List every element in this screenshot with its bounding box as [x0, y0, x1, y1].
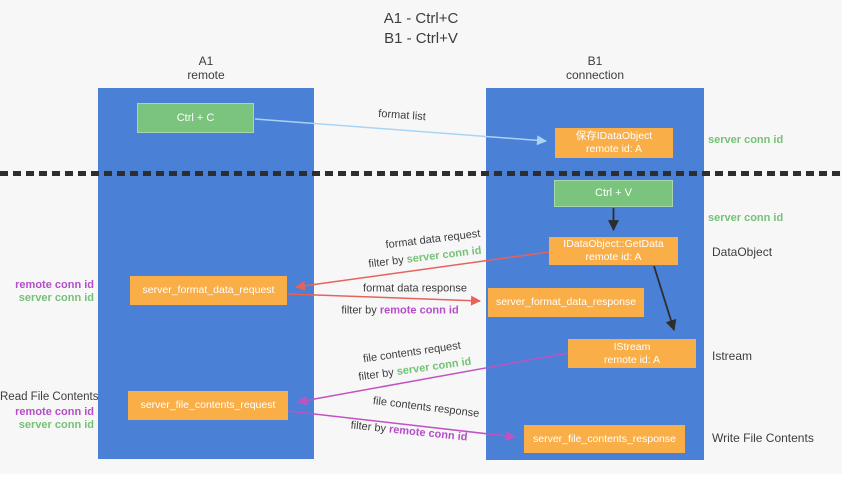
- title-line-1: A1 - Ctrl+C: [383, 10, 459, 27]
- server-conn-id-annotation-2: server conn id: [18, 419, 94, 431]
- server-file-contents-response-label: server_file_contents_response: [532, 432, 676, 445]
- save-dataobject-title: 保存IDataObject: [575, 130, 653, 142]
- istream-title: IStream: [613, 340, 651, 353]
- lane-b1-name: B1: [587, 54, 603, 68]
- remote-conn-id-annotation-1: remote conn id: [15, 279, 94, 291]
- lane-header-b1: B1 connection: [486, 54, 704, 82]
- ctrl-c-label: Ctrl + C: [176, 111, 215, 124]
- format-data-response-label: format data response: [363, 282, 467, 295]
- remote-conn-id-annotation-2: remote conn id: [15, 406, 94, 418]
- server-file-contents-request-box: server_file_contents_request: [128, 391, 288, 420]
- title-line-2: B1 - Ctrl+V: [384, 30, 458, 47]
- lane-a1-name: A1: [198, 54, 214, 68]
- filter-by-text: filter by: [341, 304, 377, 317]
- getdata-subtitle: remote id: A: [585, 251, 642, 263]
- read-file-contents-annotation: Read File Contents: [0, 391, 99, 403]
- server-conn-id-annotation-top: server conn id: [708, 134, 784, 146]
- filter-by-text: filter by: [367, 254, 405, 271]
- server-file-contents-request-label: server_file_contents_request: [140, 399, 276, 411]
- filter-by-remote-conn-id-label-1: filter by remote conn id: [341, 305, 458, 318]
- file-contents-response-label: file contents response: [372, 395, 480, 420]
- write-file-contents-annotation: Write File Contents: [712, 431, 814, 445]
- server-format-data-request-box: server_format_data_request: [130, 276, 287, 305]
- lane-header-a1: A1 remote: [98, 54, 314, 82]
- filter-by-server-conn-id-label-1: filter by server conn id: [368, 245, 482, 272]
- getdata-title: IDataObject::GetData: [563, 238, 664, 250]
- server-format-data-response-box: server_format_data_response: [488, 288, 644, 317]
- remote-conn-id-text: remote conn id: [379, 304, 459, 317]
- save-dataobject-box: 保存IDataObject remote id: A: [555, 128, 673, 158]
- lane-b1-role: connection: [565, 68, 625, 82]
- filter-by-text: filter by: [357, 366, 395, 384]
- left-conn-id-block-2: remote conn id server conn id: [0, 406, 94, 432]
- filter-by-remote-conn-id-label-2: filter by remote conn id: [350, 419, 468, 444]
- server-conn-id-annotation-1: server conn id: [18, 292, 94, 304]
- ctrl-v-label: Ctrl + V: [595, 187, 632, 199]
- lane-a1-role: remote: [187, 68, 225, 82]
- dataobject-annotation: DataObject: [712, 245, 773, 259]
- server-format-data-request-label: server_format_data_request: [142, 284, 275, 296]
- format-list-label: format list: [377, 107, 427, 124]
- server-conn-id-annotation-mid: server conn id: [708, 212, 784, 224]
- bottom-strip: [0, 474, 842, 485]
- left-conn-id-block-1: remote conn id server conn id: [0, 279, 94, 305]
- getdata-box: IDataObject::GetData remote id: A: [549, 237, 678, 265]
- ctrl-v-box: Ctrl + V: [554, 180, 673, 207]
- istream-subtitle: remote id: A: [603, 353, 661, 366]
- read-file-contents-block: Read File Contents: [0, 391, 99, 404]
- ctrl-c-box: Ctrl + C: [137, 103, 254, 133]
- istream-box: IStream remote id: A: [568, 339, 696, 368]
- machine-boundary-dotted-line: [0, 171, 842, 176]
- remote-conn-id-text: remote conn id: [388, 423, 469, 444]
- server-file-contents-response-box: server_file_contents_response: [524, 425, 685, 453]
- filter-by-text: filter by: [350, 419, 387, 436]
- server-format-data-response-label: server_format_data_response: [495, 296, 637, 308]
- istream-annotation: Istream: [712, 349, 753, 363]
- save-dataobject-subtitle: remote id: A: [585, 143, 643, 155]
- diagram-title: A1 - Ctrl+C B1 - Ctrl+V: [0, 9, 842, 49]
